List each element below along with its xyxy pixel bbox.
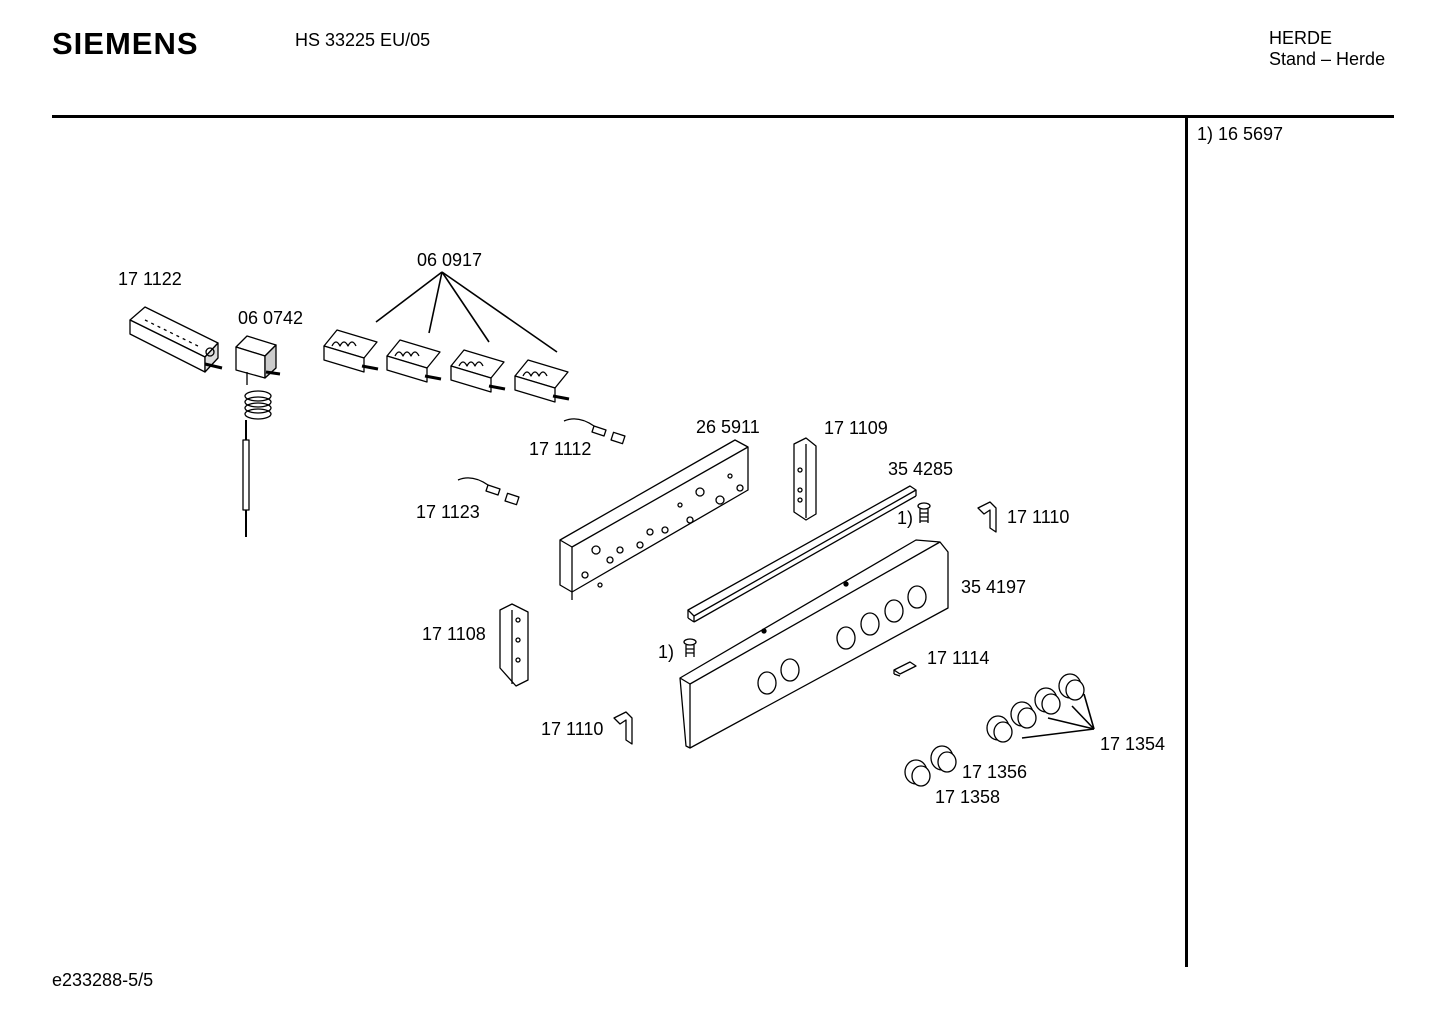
- part-trim-strip[interactable]: [687, 485, 917, 623]
- part-screw-lower[interactable]: [683, 638, 697, 657]
- category-line-1: HERDE: [1269, 28, 1333, 48]
- label-171354: 17 1354: [1100, 734, 1165, 754]
- sidebar-divider: [1185, 117, 1188, 967]
- label-171110-bottom: 17 1110: [541, 719, 603, 739]
- part-knob-5[interactable]: [930, 745, 957, 773]
- part-control-thermostat[interactable]: [235, 335, 281, 537]
- part-knob-1[interactable]: [986, 715, 1013, 743]
- label-171112: 17 1112: [529, 439, 591, 459]
- part-knob-4[interactable]: [1058, 673, 1085, 701]
- part-light-lens[interactable]: [893, 661, 917, 677]
- label-171123: 17 1123: [416, 502, 480, 522]
- header-divider: [52, 115, 1394, 118]
- part-rotary-switch-4[interactable]: [514, 359, 570, 403]
- label-171109: 17 1109: [824, 418, 888, 438]
- category-line-2: Stand – Herde: [1269, 49, 1386, 69]
- part-rotary-switch-1[interactable]: [323, 329, 379, 373]
- label-171122: 17 1122: [118, 269, 182, 289]
- brand-logo: SIEMENS: [52, 26, 199, 61]
- leader-lines-171354: [1021, 693, 1095, 739]
- label-171356: 17 1356: [962, 762, 1027, 782]
- part-switch-bracket[interactable]: [559, 439, 749, 600]
- part-rotary-switch-3[interactable]: [450, 349, 506, 393]
- part-rotary-switch-2[interactable]: [386, 339, 442, 383]
- part-thermostat-block[interactable]: [129, 306, 223, 373]
- label-screw-ref-top: 1): [897, 508, 913, 528]
- part-indicator-lamp-lower[interactable]: [457, 477, 520, 506]
- label-060917: 06 0917: [417, 250, 482, 270]
- label-screw-ref-bottom: 1): [658, 642, 674, 662]
- part-control-panel[interactable]: [679, 539, 949, 749]
- leader-lines-060917: [375, 271, 558, 353]
- label-060742: 06 0742: [238, 308, 303, 328]
- part-knob-6[interactable]: [904, 759, 931, 787]
- label-171108: 17 1108: [422, 624, 486, 644]
- label-171110-right: 17 1110: [1007, 507, 1069, 527]
- category: HERDE Stand – Herde: [1269, 28, 1385, 70]
- part-knob-2[interactable]: [1010, 701, 1037, 729]
- part-side-bracket-lower[interactable]: [499, 603, 529, 687]
- label-265911: 26 5911: [696, 417, 760, 437]
- part-indicator-lamp-upper[interactable]: [563, 418, 626, 445]
- footnote-reference: 1) 16 5697: [1197, 124, 1284, 144]
- label-354197: 35 4197: [961, 577, 1026, 597]
- part-side-bracket-upper[interactable]: [793, 437, 817, 521]
- label-171358: 17 1358: [935, 787, 1000, 807]
- label-354285: 35 4285: [888, 459, 953, 479]
- drawing-number: e233288-5/5: [52, 970, 154, 990]
- part-screw-upper[interactable]: [917, 502, 931, 523]
- part-clip-right[interactable]: [977, 501, 997, 533]
- model-number: HS 33225 EU/05: [295, 30, 431, 50]
- label-171114: 17 1114: [927, 648, 989, 668]
- part-clip-bottom[interactable]: [613, 711, 633, 745]
- part-knob-3[interactable]: [1034, 687, 1061, 715]
